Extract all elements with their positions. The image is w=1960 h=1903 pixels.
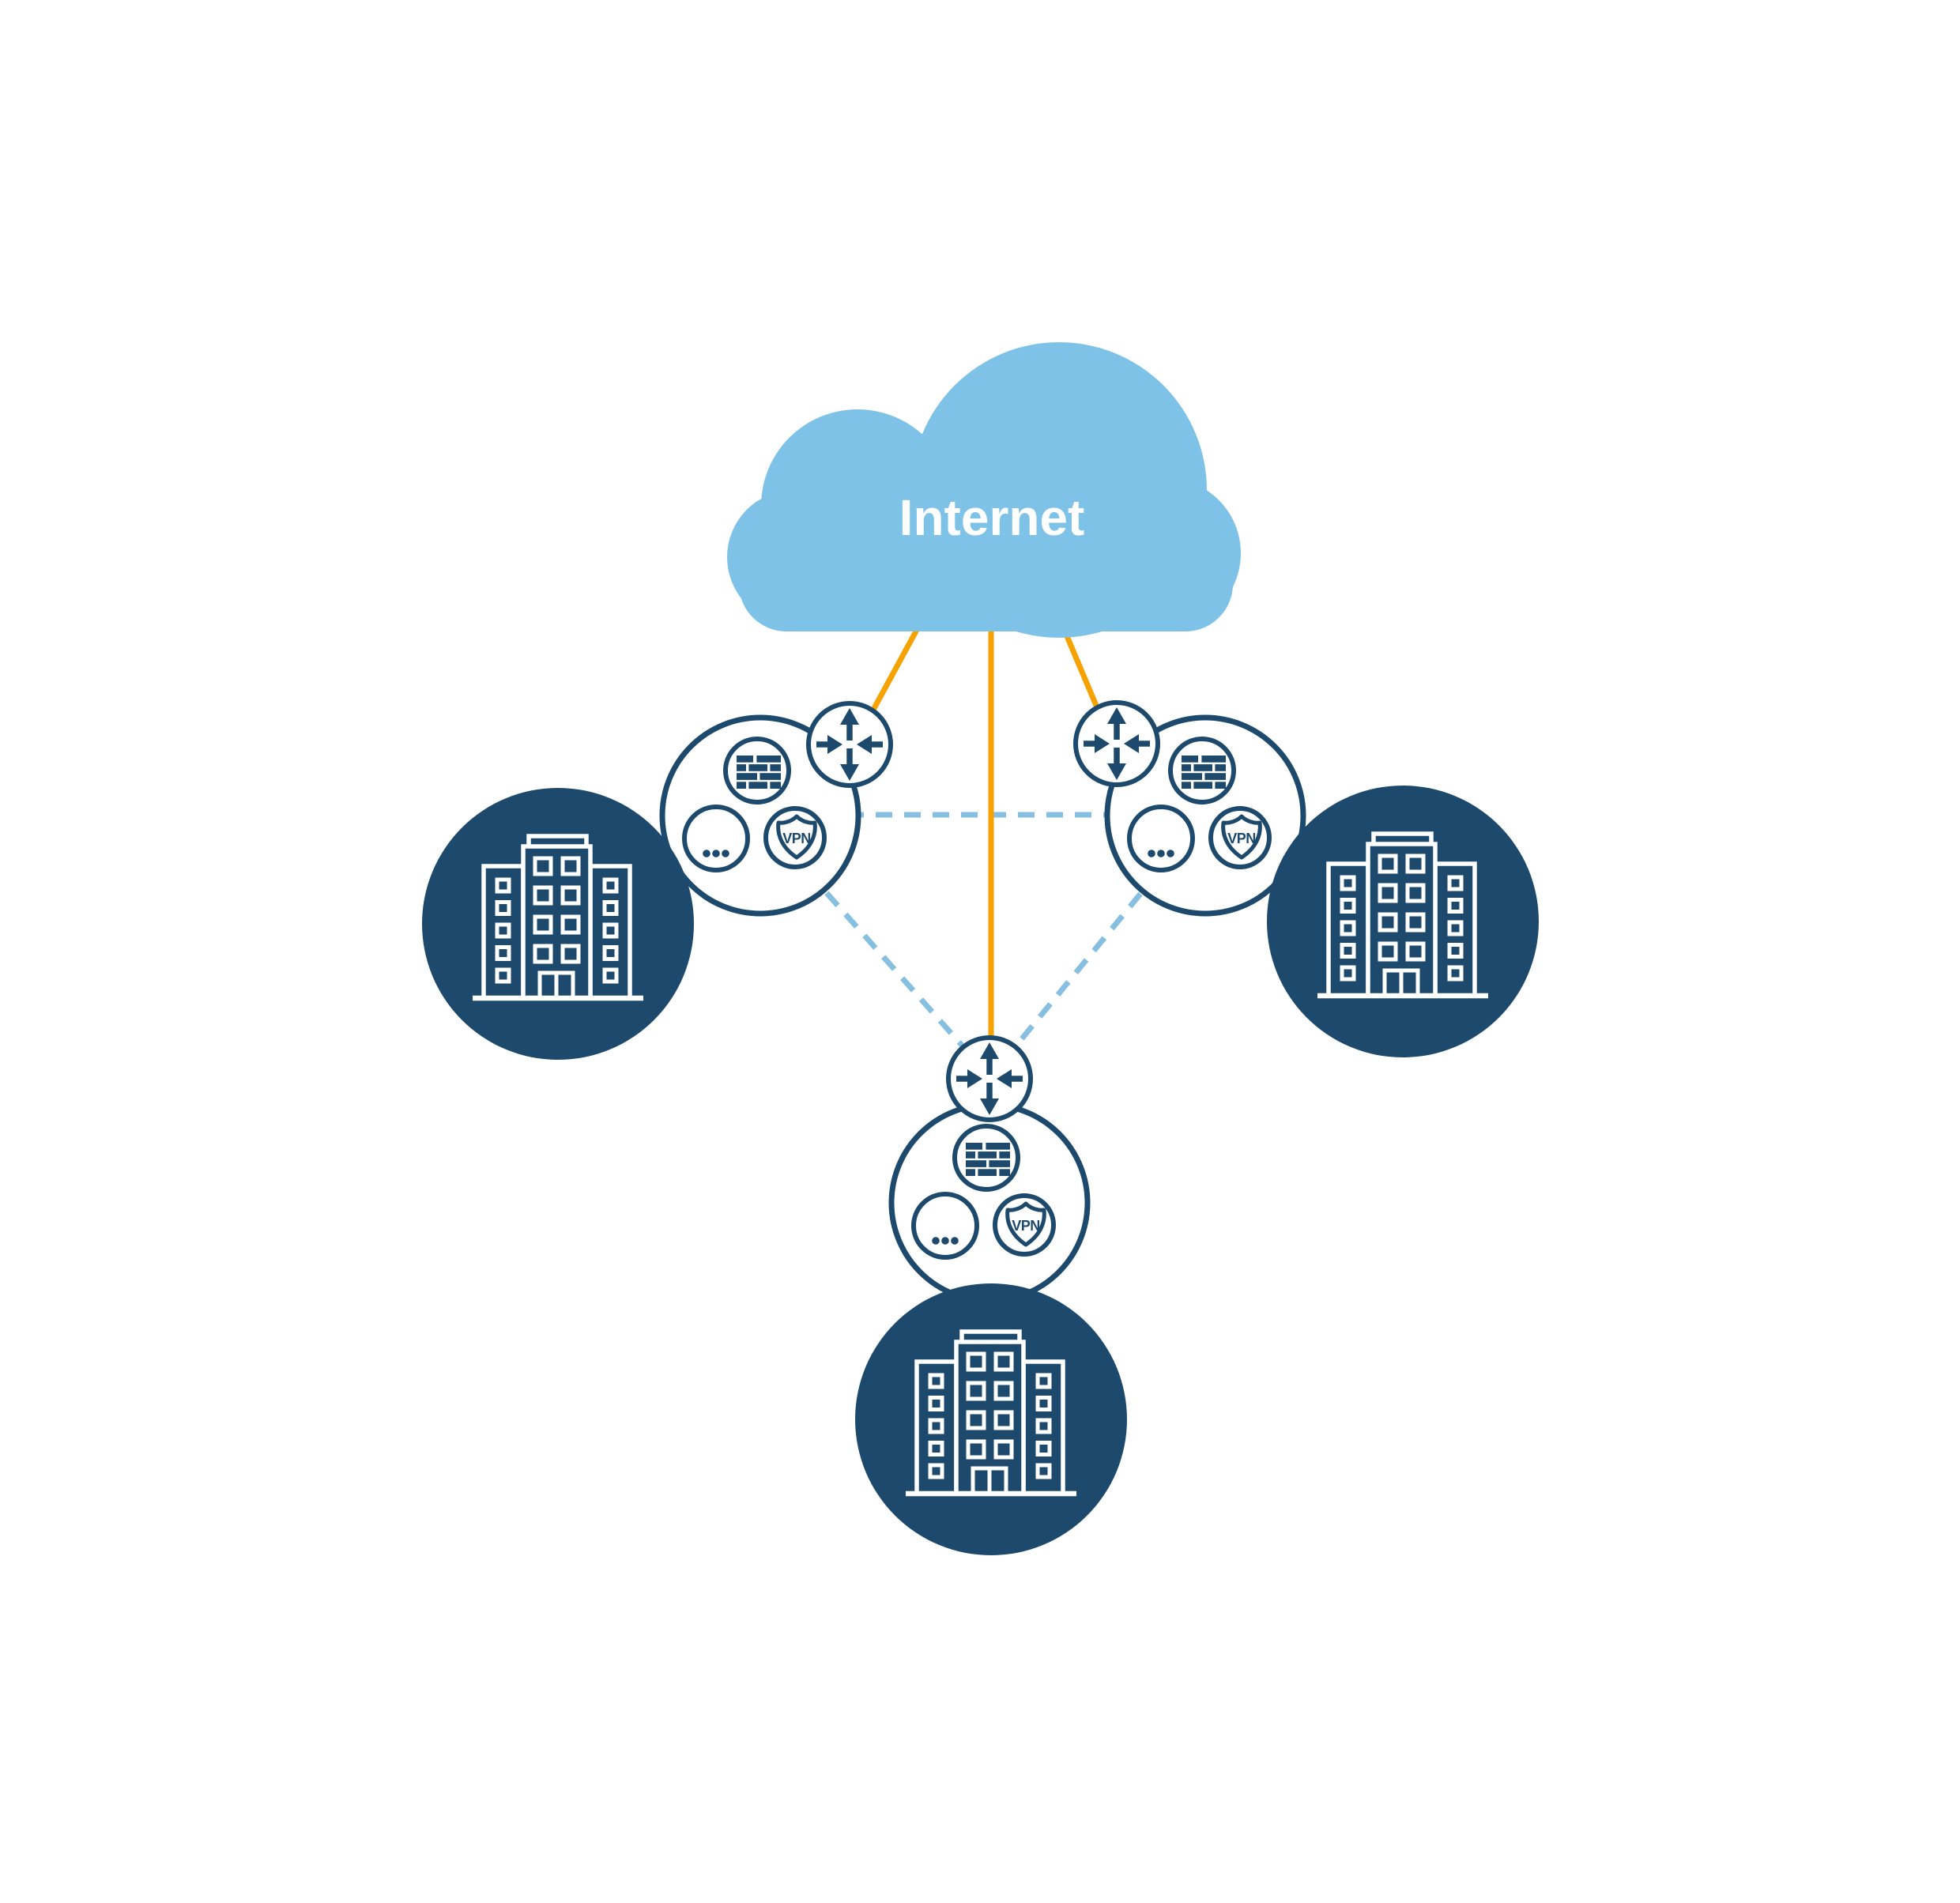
branch-building-left xyxy=(422,788,694,1060)
router-left xyxy=(808,703,891,786)
cloud-shape xyxy=(727,342,1241,638)
branch-building-bottom xyxy=(855,1283,1127,1555)
router-right xyxy=(1076,703,1158,785)
internet-cloud: Internet xyxy=(727,342,1241,638)
internet-uplinks xyxy=(855,620,1113,1073)
vpn-tunnel-right-bottom xyxy=(989,891,1143,1079)
router-bottom xyxy=(948,1038,1031,1120)
branch-building-right xyxy=(1267,786,1539,1057)
internet-label: Internet xyxy=(899,489,1085,546)
site-cluster-bottom xyxy=(891,1105,1087,1301)
